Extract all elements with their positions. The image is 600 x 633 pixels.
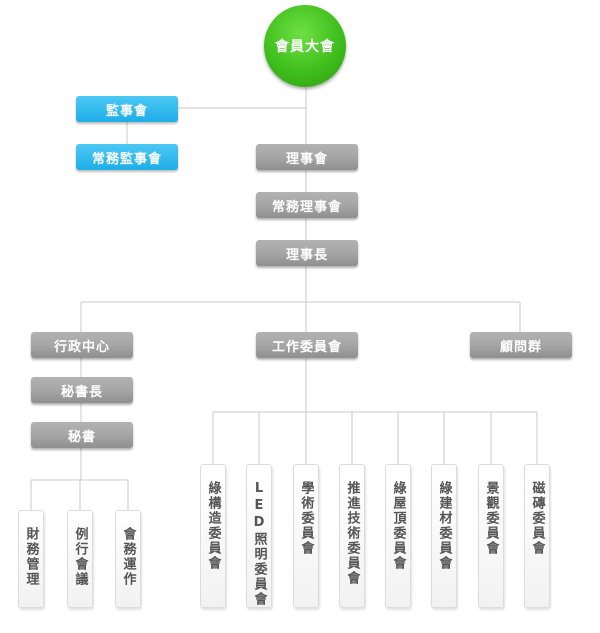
admin-task-finance: 財務管理 <box>18 510 44 608</box>
committee-item: 磁磚委員會 <box>524 464 550 608</box>
secretary-node: 秘書 <box>31 422 133 448</box>
advisors-node: 顧問群 <box>470 332 572 358</box>
standing-supervisors-node: 常務監事會 <box>76 144 178 170</box>
chairman-node: 理事長 <box>256 240 358 266</box>
admin-task-meetings: 例行會議 <box>67 510 93 608</box>
supervisors-node: 監事會 <box>76 96 178 122</box>
secretary-general-node: 秘書長 <box>31 377 133 403</box>
standing-board-node: 常務理事會 <box>256 192 358 218</box>
committee-item: 推進技術委員會 <box>339 464 365 608</box>
general-assembly-node: 會員大會 <box>264 5 346 87</box>
committee-item: 學術委員會 <box>293 464 319 608</box>
board-node: 理事會 <box>256 144 358 170</box>
committee-item: 綠屋頂委員會 <box>385 464 411 608</box>
committees-node: 工作委員會 <box>256 332 358 358</box>
admin-task-operations: 會務運作 <box>115 510 141 608</box>
committee-item: LED照明委員會 <box>246 464 272 608</box>
admin-center-node: 行政中心 <box>31 332 133 358</box>
committee-item: 綠建材委員會 <box>431 464 457 608</box>
committee-item: 綠構造委員會 <box>200 464 226 608</box>
committee-item: 景觀委員會 <box>478 464 504 608</box>
